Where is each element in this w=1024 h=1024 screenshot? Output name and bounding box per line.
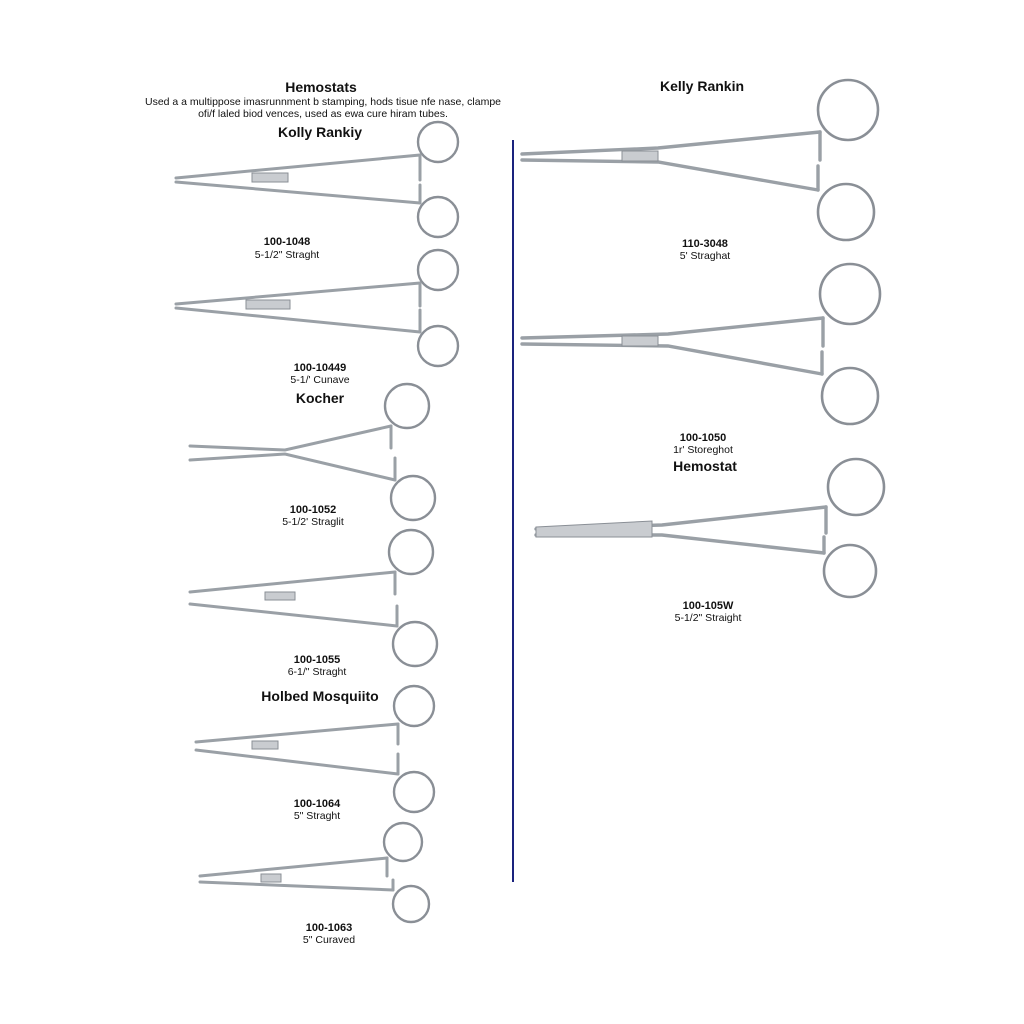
item-size-100-1052: 5-1/2' Straglit	[282, 516, 344, 528]
item-size-110-3048: 5' Straghat	[679, 250, 731, 262]
item-code-100-1063: 100-1063	[305, 922, 353, 934]
hemostat-instrument-100-1063	[198, 821, 431, 924]
hemostat-instrument-100-1052	[188, 382, 437, 522]
item-code-100-10449: 100-10449	[293, 362, 347, 374]
section-title-kelly-rankin-left: Kolly Rankiy	[277, 124, 363, 140]
item-size-100-1063: 5" Curaved	[302, 934, 356, 946]
page-description-line-2: ofi/f laled biod vences, used as ewa cur…	[198, 108, 448, 120]
item-code-100-105W: 100-105W	[682, 600, 734, 612]
item-code-100-1048: 100-1048	[263, 236, 311, 248]
item-size-100-1055: 6-1/" Straght	[287, 666, 347, 678]
hemostat-instrument-100-1050	[520, 262, 882, 426]
item-size-100-1050: 1r' Storeghot	[673, 444, 733, 456]
item-code-100-1050: 100-1050	[679, 432, 727, 444]
hemostat-instrument-100-1048	[174, 120, 460, 239]
section-title-hemostat: Hemostat	[673, 458, 737, 474]
hemostat-instrument-100-1064	[194, 684, 436, 814]
item-code-100-1052: 100-1052	[289, 504, 337, 516]
item-code-110-3048: 110-3048	[682, 238, 728, 250]
item-size-100-105W: 5-1/2" Straight	[674, 612, 742, 624]
item-code-100-1064: 100-1064	[293, 798, 341, 810]
section-title-kelly-rankin-right: Kelly Rankin	[659, 78, 745, 94]
section-title-holbed-mosquito: Holbed Mosquiito	[261, 688, 379, 704]
item-size-100-1048: 5-1/2" Straght	[254, 249, 320, 261]
hemostat-instrument-100-1055	[188, 528, 439, 668]
page-title: Hemostats	[285, 79, 357, 95]
hemostat-instrument-100-105W	[534, 457, 886, 599]
hemostat-instrument-100-10449	[174, 248, 460, 368]
hemostat-instrument-110-3048	[520, 78, 880, 242]
section-title-kocher: Kocher	[295, 390, 345, 406]
item-size-100-10449: 5-1/' Cunave	[290, 374, 350, 386]
page-description-line-1: Used a a multippose imasrunnment b stamp…	[144, 96, 502, 108]
item-size-100-1064: 5" Straght	[293, 810, 341, 822]
item-code-100-1055: 100-1055	[293, 654, 341, 666]
column-divider	[512, 140, 514, 882]
